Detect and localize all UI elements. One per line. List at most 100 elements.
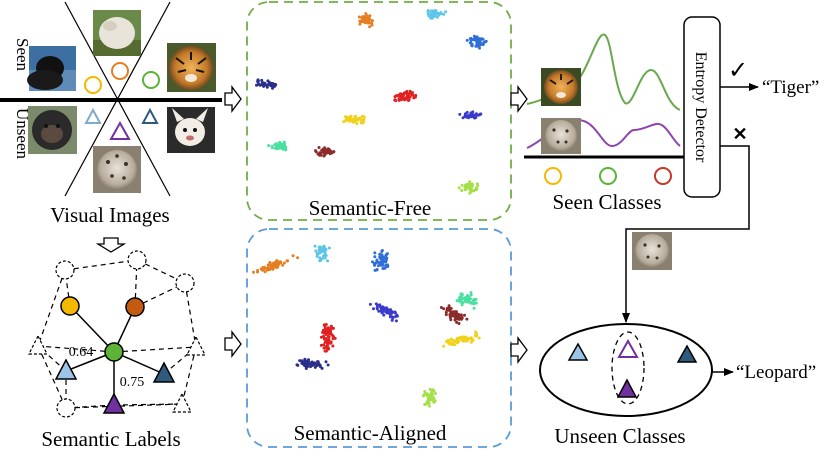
scatter-point [478,46,481,50]
scatter-point [285,259,289,263]
unseen-label: Unseen [13,108,32,159]
scatter-point [393,95,397,99]
scatter-point [478,43,482,47]
scatter-point [460,315,464,319]
scatter-point [407,98,411,102]
entropy-detector-label: Entropy Detector [692,52,709,163]
scatter-point [474,297,478,301]
aligned-cluster-maroon [439,304,469,325]
scatter-point [424,402,428,406]
scatter-point [468,115,472,119]
unseen-classes-label: Unseen Classes [554,424,685,448]
scatter-point [322,244,326,248]
scatter-point [459,297,463,301]
scatter-point [465,38,469,42]
scatter-point [385,257,388,261]
semantic-free-label: Semantic-Free [309,196,431,220]
free-cluster-blue [465,34,488,50]
scatter-point [396,93,400,97]
scatter-point [291,254,295,258]
right-hollow-arrow-top [224,85,242,113]
scatter-point [298,359,302,363]
scatter-point [455,320,459,324]
scatter-point [267,82,271,86]
scatter-point [427,10,430,14]
unseen-purple-triangle [109,120,131,140]
tiger-thumb-icon [541,68,581,106]
scatter-point [261,266,265,269]
seen-class-yellow [544,167,562,185]
free-cluster-lime [457,180,480,195]
snow-leopard-photo-icon [93,146,141,193]
scatter-point [469,293,473,297]
scatter-point [361,19,365,23]
seen-yellow-circle [84,76,102,94]
scatter-point [412,96,416,100]
scatter-point [453,339,457,343]
gorilla-photo-icon [28,106,77,154]
scatter-point [442,344,446,348]
scatter-point [379,260,383,264]
free-cluster-indigo [458,110,483,120]
semantic-labels-label: Semantic Labels [41,427,180,450]
scatter-point [327,338,331,342]
scatter-point [469,188,473,191]
seen-orange-circle [111,62,129,80]
scatter-point [327,246,331,250]
scatter-point [462,336,466,340]
unseen-purple-class [616,378,638,398]
scatter-point [430,14,434,18]
scatter-point [382,313,386,317]
unseen-light-blue-class [567,342,589,361]
semantic-free-scatter [255,9,488,195]
scatter-point [375,258,379,262]
entropy-detector-box [683,16,721,198]
scatter-point [362,115,366,119]
scatter-point [329,328,333,331]
scatter-point [373,268,377,272]
scatter-point [474,188,478,192]
semantic-free-box [246,1,512,221]
scatter-point [326,259,329,263]
scatter-point [267,144,271,148]
scatter-point [472,298,476,302]
scatter-point [426,402,430,406]
scatter-point [470,337,474,341]
scatter-point [252,270,255,274]
scatter-point [451,312,455,316]
scatter-point [331,337,335,341]
scatter-point [360,16,364,20]
scatter-point [370,22,374,25]
scatter-point [399,96,403,100]
scatter-point [355,122,359,126]
scatter-point [410,93,414,97]
scatter-point [482,41,486,45]
aligned-cluster-orange [252,254,300,274]
scatter-point [318,151,322,155]
scatter-point [465,295,469,299]
scatter-point [321,254,325,258]
scatter-point [307,358,310,362]
scatter-point [326,342,330,346]
scatter-point [433,399,437,403]
scatter-point [263,270,267,274]
tiger-output-label: “Tiger” [762,77,819,98]
scatter-point [473,38,477,42]
scatter-point [305,364,309,368]
scatter-point [322,346,326,350]
scatter-point [460,189,464,192]
scatter-point [395,313,399,317]
scatter-point [470,112,474,116]
scatter-point [453,318,457,322]
scatter-point [442,12,446,16]
scatter-point [463,299,467,303]
scatter-point [468,180,472,184]
seen-label: Seen [13,38,32,72]
scatter-point [370,19,374,23]
scatter-point [377,309,381,313]
seen-classes-label: Seen Classes [552,190,661,214]
scatter-point [478,41,482,45]
scatter-point [465,114,469,118]
scatter-point [439,306,443,309]
scatter-point [362,15,366,19]
